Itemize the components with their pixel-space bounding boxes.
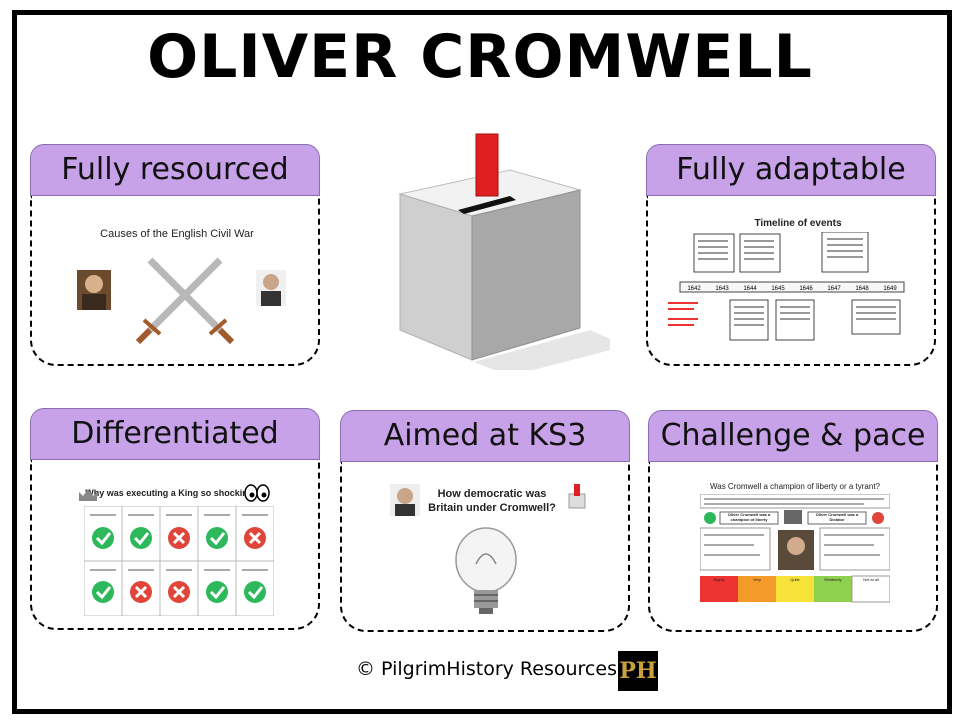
light-bulb-icon [455,527,517,614]
timeline-year: 1643 [715,286,729,292]
crown-icon [79,489,97,501]
eyes-icon [244,484,270,502]
worksheet-box-left: Oliver Cromwell was a champion of libert… [727,512,771,522]
scale-label: Very [752,577,761,582]
timeline-year: 1646 [799,286,813,292]
worksheet-box-right: Oliver Cromwell was a Dictator [815,512,859,522]
tick-icon [92,581,114,603]
timeline-year: 1647 [827,286,841,292]
ph-logo: PH [618,651,658,691]
card-header: Aimed at KS3 [340,410,630,462]
thumbnail-title: Causes of the English Civil War [100,228,254,240]
card-challenge-and-pace: Challenge & pace Was Cromwell a champion… [648,410,938,632]
crossed-swords-icon [135,257,235,345]
thumbnail-title: Why was executing a King so shocking? [85,488,259,498]
footer-copyright: © PilgrimHistory Resources. [356,658,624,680]
scale-label: Not at all [863,577,879,582]
tick-icon [92,527,114,549]
card-body: Causes of the English Civil War [30,196,320,366]
cross-icon [130,581,152,603]
ballot-card [475,133,499,197]
card-body: How democratic was Britain under Cromwel… [340,462,630,632]
tick-icon [244,581,266,603]
cross-icon [168,581,190,603]
timeline-year: 1644 [743,286,757,292]
timeline-year: 1648 [855,286,869,292]
card-fully-adaptable: Fully adaptable Timeline of events 1642 … [646,144,936,366]
cromwell-portrait [390,484,420,516]
timeline-year: 1645 [771,286,785,292]
card-fully-resourced: Fully resourced Causes of the English Ci… [30,144,320,366]
thumbnail-title-line-1: How democratic was [437,488,547,500]
scale-label: Quite [790,577,800,582]
thumbnail-title-line-2: Britain under Cromwell? [428,502,556,514]
tick-icon [206,581,228,603]
thumbnail-title: Timeline of events [754,218,842,229]
king-portrait [77,270,111,310]
scale-label: Highly [713,577,725,582]
card-body: Why was executing a King so shocking? [30,460,320,630]
tick-icon [206,527,228,549]
cross-icon [244,527,266,549]
ballot-box-icon [398,133,610,370]
verdict-grid [84,506,274,616]
page-title: OLIVER CROMWELL [147,22,813,92]
civil-war-illustration [77,257,286,345]
card-header: Fully adaptable [646,144,936,196]
liberty-or-tyrant-worksheet [700,494,890,603]
timeline-illustration: 1642 1643 1644 1645 1646 1647 1648 1649 [668,232,905,341]
timeline-year: 1642 [687,286,701,292]
tick-icon [130,527,152,549]
page-frame [12,10,952,714]
timeline-year: 1649 [883,286,897,292]
cross-icon [168,527,190,549]
thumbnail-title: Was Cromwell a champion of liberty or a … [710,482,880,491]
card-header: Fully resourced [30,144,320,196]
ballot-box-icon [568,484,586,509]
card-aimed-at-ks3: Aimed at KS3 How democratic was Britain … [340,410,630,632]
cromwell-portrait [256,270,286,306]
card-differentiated: Differentiated Why was executing a King … [30,408,320,630]
card-body: Timeline of events 1642 1643 1644 1645 1… [646,196,936,366]
card-header: Differentiated [30,408,320,460]
scale-label: Relatively [824,577,842,582]
card-header: Challenge & pace [648,410,938,462]
card-body: Was Cromwell a champion of liberty or a … [648,462,938,632]
